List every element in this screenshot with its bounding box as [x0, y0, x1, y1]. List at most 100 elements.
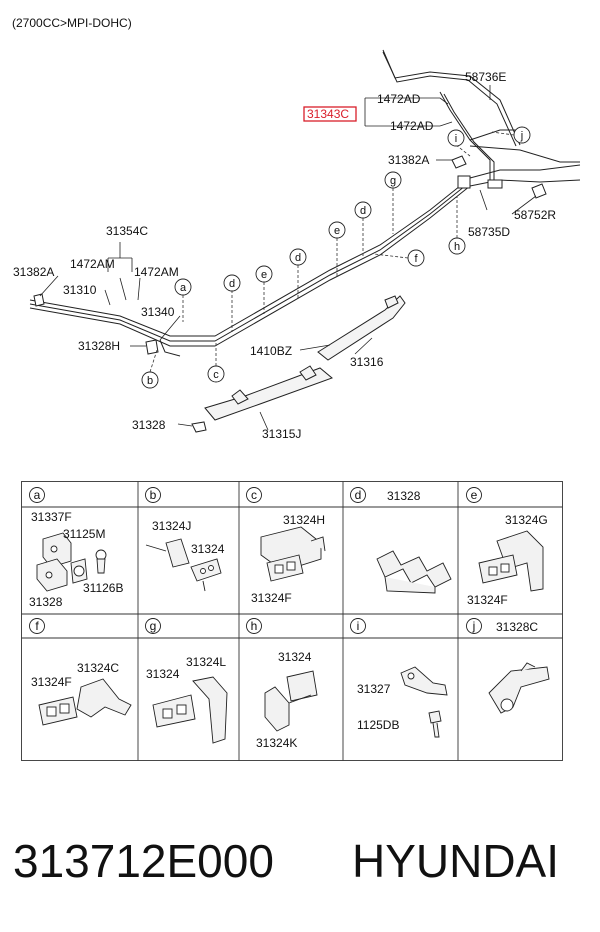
cell-g-drawing: [152, 676, 228, 744]
cell-h-header: h: [246, 618, 262, 634]
cell-f-drawing: [38, 678, 132, 726]
cell-a-label-31126B: 31126B: [83, 581, 123, 595]
svg-text:g: g: [150, 619, 157, 633]
callout-31316: 31316: [350, 355, 384, 369]
svg-text:j: j: [472, 619, 476, 633]
cell-f-header: f: [29, 618, 45, 634]
svg-text:d: d: [295, 252, 301, 264]
cell-g-label-31324: 31324: [146, 667, 180, 681]
letter-circle-c: c: [207, 365, 225, 383]
cell-j-drawing: [488, 662, 550, 714]
connector-58752R: [531, 183, 547, 199]
cell-e-drawing: [478, 530, 544, 592]
cell-b-drawing: [145, 538, 222, 592]
svg-text:c: c: [213, 369, 219, 381]
engine-spec-label: (2700CC>MPI-DOHC): [12, 16, 132, 30]
letter-circle-h: h: [448, 237, 466, 255]
cell-f-label-31324C: 31324C: [77, 661, 119, 675]
callout-31310: 31310: [63, 283, 97, 297]
letter-circle-d2: d: [289, 248, 307, 266]
svg-text:f: f: [414, 253, 418, 265]
callout-31382A-upper: 31382A: [388, 153, 429, 167]
cell-i-label-31327: 31327: [357, 682, 391, 696]
callout-1472AD-upper: 1472AD: [377, 92, 421, 106]
cell-a-header: a: [29, 487, 45, 503]
svg-text:b: b: [147, 375, 153, 387]
cell-e-header: e: [466, 487, 482, 503]
cell-d-header: d: [350, 487, 366, 503]
svg-text:e: e: [334, 225, 340, 237]
cell-i-drawing: [400, 666, 448, 738]
connector-group-right: [457, 175, 503, 189]
cell-i-header: i: [350, 618, 366, 634]
clamp-31328H: [145, 339, 159, 355]
callout-31382A-left: 31382A: [13, 265, 54, 279]
connector-31382A: [33, 155, 467, 307]
callout-31340: 31340: [141, 305, 175, 319]
callout-58736E: 58736E: [465, 70, 506, 84]
cell-j-title: 31328C: [496, 620, 538, 634]
callout-58735D: 58735D: [468, 225, 510, 239]
cell-h-label-31324: 31324: [278, 650, 312, 664]
letter-circle-d1: d: [223, 274, 241, 292]
cell-a-label-31328: 31328: [29, 595, 63, 609]
highlight-box-31343C: [303, 106, 357, 122]
letter-circle-e2: e: [328, 221, 346, 239]
cell-e-label-31324F: 31324F: [467, 593, 508, 607]
cell-c-label-31324F: 31324F: [251, 591, 292, 605]
cell-a-label-31125M: 31125M: [63, 527, 105, 541]
cell-h-drawing: [264, 670, 318, 732]
bracket-31315J: [204, 365, 333, 421]
svg-text:d: d: [229, 278, 235, 290]
svg-text:e: e: [261, 269, 267, 281]
cell-d-title: 31328: [387, 489, 421, 503]
letter-circle-d3: d: [354, 201, 372, 219]
svg-text:e: e: [471, 488, 478, 502]
svg-text:b: b: [150, 488, 157, 502]
fuel-line-bundle: [29, 49, 581, 357]
callout-58752R: 58752R: [514, 208, 556, 222]
leader-lines: [39, 85, 537, 431]
svg-text:h: h: [251, 619, 258, 633]
svg-text:j: j: [520, 130, 523, 142]
cell-g-label-31324L: 31324L: [186, 655, 226, 669]
cell-a-drawing: [36, 532, 107, 592]
cell-h-label-31324K: 31324K: [256, 736, 297, 750]
svg-text:d: d: [355, 488, 362, 502]
cell-c-header: c: [246, 487, 262, 503]
detail-parts-grid: a b c d 31328 e f g h i j 31328C 31337F …: [21, 481, 563, 761]
callout-1472AM-left: 1472AM: [70, 257, 115, 271]
callout-1472AD-lower: 1472AD: [390, 119, 434, 133]
svg-text:i: i: [357, 619, 360, 633]
svg-text:d: d: [360, 205, 366, 217]
svg-text:g: g: [390, 175, 396, 187]
cell-b-label-31324J: 31324J: [152, 519, 191, 533]
svg-text:c: c: [251, 488, 257, 502]
cell-j-header: j: [466, 618, 482, 634]
svg-text:a: a: [180, 282, 187, 294]
cell-c-label-31324H: 31324H: [283, 513, 325, 527]
svg-text:a: a: [34, 488, 41, 502]
letter-circle-i: i: [447, 129, 465, 147]
cell-d-drawing: [376, 550, 452, 594]
callout-31315J: 31315J: [262, 427, 301, 441]
callout-31343C: 31343C: [307, 107, 349, 121]
svg-text:f: f: [35, 619, 39, 633]
callout-31328: 31328: [132, 418, 166, 432]
grid-lines: [21, 481, 563, 761]
cell-i-label-1125DB: 1125DB: [357, 718, 399, 732]
callout-1410BZ: 1410BZ: [250, 344, 292, 358]
letter-circle-g: g: [384, 171, 402, 189]
cell-g-header: g: [145, 618, 161, 634]
footer: 313712E000 HYUNDAI: [0, 838, 600, 898]
letter-circle-j: j: [513, 126, 531, 144]
cell-f-label-31324F: 31324F: [31, 675, 72, 689]
cell-e-label-31324G: 31324G: [505, 513, 548, 527]
letter-circle-a: a: [174, 278, 192, 296]
svg-text:i: i: [455, 133, 457, 145]
bracket-31316: [317, 295, 406, 361]
callout-31354C: 31354C: [106, 224, 148, 238]
letter-circle-f: f: [407, 249, 425, 267]
cell-a-label-31337F: 31337F: [31, 510, 72, 524]
cell-c-drawing: [260, 526, 326, 582]
